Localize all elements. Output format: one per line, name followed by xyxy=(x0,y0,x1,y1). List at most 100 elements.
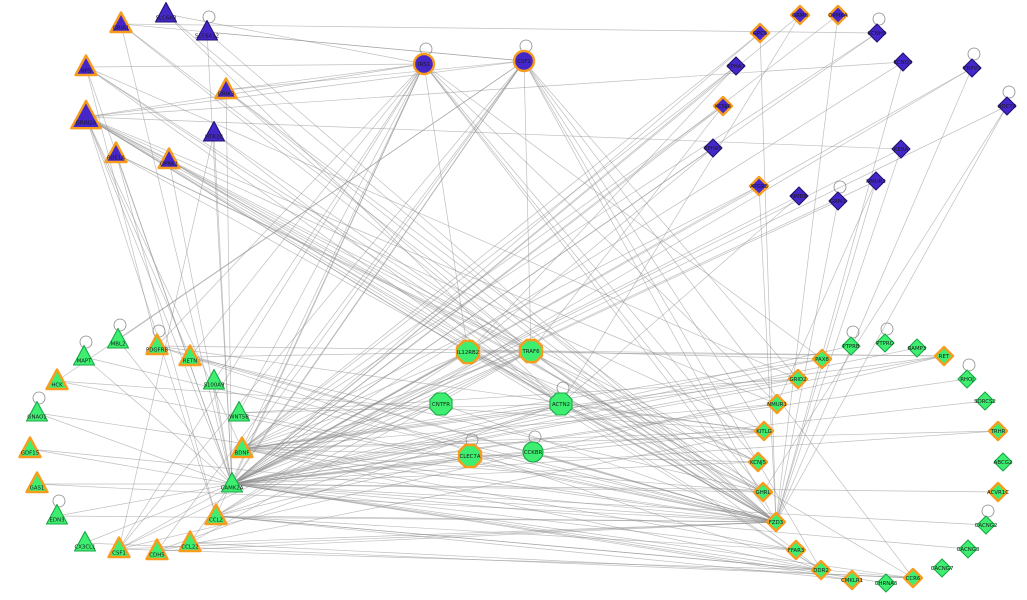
diamond-node-shape[interactable] xyxy=(866,171,886,191)
octagon-node-shape[interactable] xyxy=(549,392,573,416)
highlighted-diamond-node-shape[interactable] xyxy=(841,569,863,591)
triangle-node-shape[interactable] xyxy=(154,1,178,23)
node-gnao1[interactable]: GNAO1 xyxy=(25,391,49,422)
node-nmur2[interactable]: NMUR2 xyxy=(866,171,886,191)
node-retn[interactable]: RETN xyxy=(178,344,202,367)
highlighted-diamond-node-shape[interactable] xyxy=(765,511,787,533)
highlighted-diamond-node-shape[interactable] xyxy=(748,175,770,197)
diamond-node-shape[interactable] xyxy=(907,338,927,358)
node-acvr1c[interactable]: ACVR1C xyxy=(987,481,1009,503)
triangle-node-shape[interactable] xyxy=(106,327,130,349)
node-ramp3[interactable]: RAMP3 xyxy=(907,338,927,358)
highlighted-triangle-node-shape[interactable] xyxy=(109,11,133,34)
node-ret[interactable]: RET xyxy=(933,345,955,367)
triangle-node-shape[interactable] xyxy=(195,19,219,41)
node-kcnq3[interactable]: KCNQ3 xyxy=(893,52,913,72)
diamond-node-shape[interactable] xyxy=(875,333,895,353)
highlighted-triangle-node-shape[interactable] xyxy=(25,471,49,494)
triangle-node-shape[interactable] xyxy=(25,400,49,422)
highlighted-diamond-node-shape[interactable] xyxy=(987,481,1009,503)
highlighted-diamond-node-shape[interactable] xyxy=(811,348,833,370)
diamond-node-shape[interactable] xyxy=(957,369,977,389)
diamond-node-shape[interactable] xyxy=(962,58,982,78)
node-slc6a3[interactable]: SLC6A3 xyxy=(154,1,178,23)
node-cacng7[interactable]: CACNG7 xyxy=(931,558,954,578)
diamond-node-shape[interactable] xyxy=(841,336,861,356)
highlighted-octagon-node-shape[interactable] xyxy=(518,338,544,364)
diamond-node-shape[interactable] xyxy=(891,139,911,159)
node-mbl2[interactable]: MBL2 xyxy=(106,318,130,349)
triangle-node-shape[interactable] xyxy=(73,530,97,552)
highlighted-diamond-node-shape[interactable] xyxy=(747,451,769,473)
highlighted-triangle-node-shape[interactable] xyxy=(107,536,131,559)
highlighted-circle-node-shape[interactable] xyxy=(412,52,436,76)
highlighted-triangle-node-shape[interactable] xyxy=(178,530,202,553)
highlighted-octagon-node-shape[interactable] xyxy=(455,339,481,365)
diamond-node-shape[interactable] xyxy=(876,573,896,593)
node-slc6a12[interactable]: SLC6A12 xyxy=(195,10,219,41)
node-nps[interactable]: NPS xyxy=(74,54,98,77)
highlighted-diamond-node-shape[interactable] xyxy=(933,345,955,367)
node-gria1[interactable]: GRIA1 xyxy=(109,11,133,34)
triangle-node-shape[interactable] xyxy=(202,368,226,390)
node-grm8[interactable]: GRM8 xyxy=(789,4,811,26)
node-nmbr[interactable]: NMBR xyxy=(789,186,809,206)
node-kera[interactable]: KERA xyxy=(891,139,911,159)
node-ccr6[interactable]: CCR6 xyxy=(902,567,924,589)
node-irs1[interactable]: IRS1 xyxy=(412,42,436,76)
node-cmklr1[interactable]: CMKLR1 xyxy=(841,569,863,591)
node-cacng2[interactable]: CACNG2 xyxy=(975,504,998,535)
node-ptprb[interactable]: PTPRB xyxy=(841,325,861,356)
highlighted-diamond-node-shape[interactable] xyxy=(712,95,734,117)
node-gpm6a[interactable]: GPM6A xyxy=(827,4,849,26)
highlighted-diamond-node-shape[interactable] xyxy=(902,567,924,589)
highlighted-diamond-node-shape[interactable] xyxy=(827,4,849,26)
diamond-node-shape[interactable] xyxy=(867,23,887,43)
highlighted-triangle-node-shape[interactable] xyxy=(178,344,202,367)
highlighted-circle-node-shape[interactable] xyxy=(512,49,536,73)
triangle-node-shape[interactable] xyxy=(72,344,96,366)
node-rhoj[interactable]: RHOJ xyxy=(957,358,977,389)
diamond-node-shape[interactable] xyxy=(975,391,995,411)
highlighted-diamond-node-shape[interactable] xyxy=(749,22,771,44)
node-wnt5b[interactable]: WNT5B xyxy=(227,400,251,422)
highlighted-triangle-node-shape[interactable] xyxy=(45,368,69,391)
diamond-node-shape[interactable] xyxy=(993,452,1013,472)
circle-node-shape[interactable] xyxy=(522,441,544,463)
octagon-node-shape[interactable] xyxy=(429,392,453,416)
node-kcnj5[interactable]: KCNJ5 xyxy=(747,451,769,473)
diamond-node-shape[interactable] xyxy=(976,515,996,535)
node-gas1[interactable]: GAS1 xyxy=(25,471,49,494)
diamond-node-shape[interactable] xyxy=(997,96,1017,116)
highlighted-diamond-node-shape[interactable] xyxy=(810,559,832,581)
diamond-node-shape[interactable] xyxy=(893,52,913,72)
node-oprk1[interactable]: OPRK1 xyxy=(157,147,181,170)
highlighted-triangle-node-shape[interactable] xyxy=(230,436,254,459)
node-pde1a[interactable]: PDE1A xyxy=(104,141,128,164)
highlighted-diamond-node-shape[interactable] xyxy=(785,539,807,561)
highlighted-diamond-node-shape[interactable] xyxy=(789,4,811,26)
diamond-node-shape[interactable] xyxy=(958,539,978,559)
highlighted-triangle-node-shape[interactable] xyxy=(74,54,98,77)
node-csf2[interactable]: CSF2 xyxy=(512,39,536,73)
node-cntfr[interactable]: CNTFR xyxy=(429,392,453,416)
diamond-node-shape[interactable] xyxy=(726,56,746,76)
highlighted-triangle-node-shape[interactable] xyxy=(70,99,102,130)
node-cx3cl1[interactable]: CX3CL1 xyxy=(73,530,97,552)
highlighted-octagon-node-shape[interactable] xyxy=(457,443,483,469)
node-ghrl[interactable]: GHRL xyxy=(752,481,774,503)
highlighted-triangle-node-shape[interactable] xyxy=(18,436,42,459)
node-pdgfrb[interactable]: PDGFRB xyxy=(145,324,169,356)
node-grin2a[interactable]: GRIN2A xyxy=(70,99,102,130)
diamond-node-shape[interactable] xyxy=(789,186,809,206)
triangle-node-shape[interactable] xyxy=(227,400,251,422)
node-edn3[interactable]: EDN3 xyxy=(45,494,69,525)
node-sorcs2[interactable]: SORCS2 xyxy=(974,391,996,411)
highlighted-triangle-node-shape[interactable] xyxy=(157,147,181,170)
diamond-node-shape[interactable] xyxy=(703,138,723,158)
node-il12rb2[interactable]: IL12RB2 xyxy=(455,339,481,365)
highlighted-triangle-node-shape[interactable] xyxy=(145,538,169,561)
node-htr2c[interactable]: HTR2C xyxy=(202,120,226,142)
